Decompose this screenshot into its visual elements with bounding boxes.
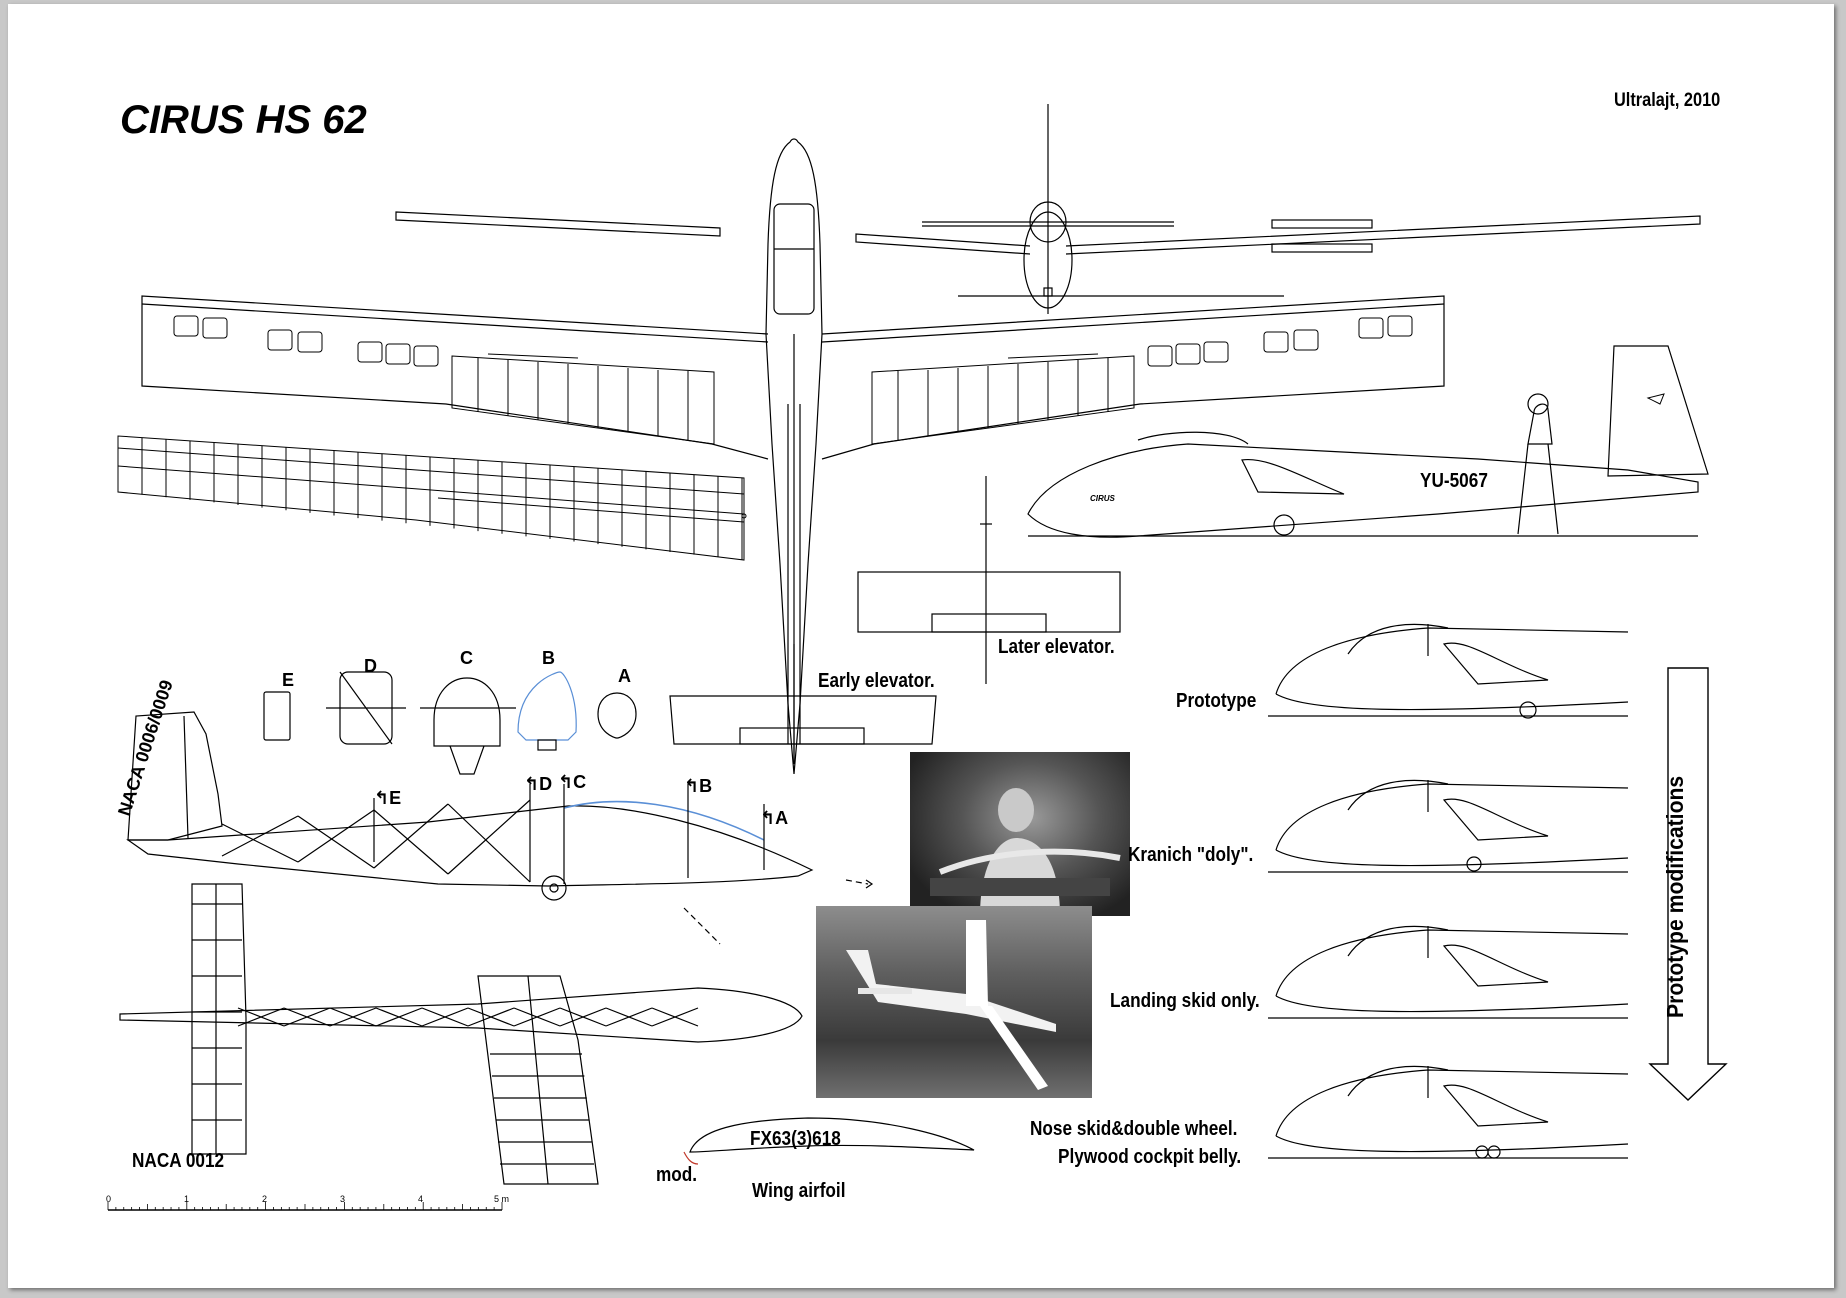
- truss-member: [221, 815, 299, 857]
- airfoil-mod-label: mod.: [656, 1164, 698, 1186]
- side-view-registration: [1027, 345, 1709, 538]
- plan-truss-member: [329, 1007, 377, 1027]
- section-letter-c: C: [460, 648, 473, 668]
- cut-arrow-icon: ↰: [524, 774, 540, 794]
- section-letter-b: B: [542, 648, 555, 668]
- builder-photo-shapes: [930, 788, 1121, 916]
- fuselage-marking-label: CIRUS: [1090, 494, 1115, 503]
- cut-arrow-icon: ↰: [374, 788, 390, 808]
- truss-member: [447, 799, 531, 875]
- section-letter-a: A: [618, 666, 631, 686]
- section-letter-e: E: [282, 670, 295, 690]
- structure-tailplane: [191, 883, 247, 1155]
- plan-truss-member: [605, 1007, 653, 1027]
- plan-truss-member: [283, 1007, 331, 1027]
- top-view-fuselage: [765, 138, 823, 775]
- wing-airfoil-label: Wing airfoil: [752, 1180, 846, 1202]
- cut-marker-a: ↰A: [760, 808, 789, 828]
- mod-caption-nose-skid: Nose skid&double wheel.: [1030, 1118, 1238, 1140]
- mod-caption-kranich: Kranich "doly".: [1128, 844, 1254, 866]
- top-view: [141, 138, 1445, 775]
- side-view-structure: [126, 711, 874, 945]
- modification-profile: [1268, 925, 1629, 1019]
- left-wing-airbrakes: [173, 315, 715, 445]
- photo-builder-with-model: [910, 752, 1130, 916]
- modification-profiles: [1268, 623, 1629, 1159]
- cut-marker-c: ↰C: [558, 772, 587, 792]
- top-view-left-wing: [141, 295, 769, 460]
- side-view-fuselage: [126, 805, 814, 887]
- airfoil-name-label: FX63(3)618: [750, 1128, 841, 1150]
- section-c: [433, 677, 501, 747]
- cut-arrow-icon: ↰: [558, 772, 574, 792]
- front-view-left-wingtip-panel: [395, 211, 721, 237]
- plan-truss-member: [421, 1007, 469, 1027]
- side-view-tail-fin: [1607, 345, 1709, 477]
- photo-glider-in-flight: [816, 906, 1092, 1098]
- scale-label-5: 5 m: [494, 1194, 510, 1204]
- modifications-arrow: [1648, 667, 1728, 1101]
- front-view-right-wing: [1065, 215, 1701, 255]
- scale-label-1: 1: [184, 1194, 190, 1204]
- section-e: [263, 691, 291, 741]
- section-letter-d: D: [364, 656, 377, 676]
- front-view-left-wing: [855, 233, 1031, 255]
- plan-truss-member: [237, 1007, 285, 1027]
- truss-member: [221, 823, 299, 863]
- mod-caption-landing-skid: Landing skid only.: [1110, 990, 1260, 1012]
- top-view-right-wing: [821, 295, 1445, 460]
- right-wing-airbrakes: [871, 315, 1413, 445]
- glider-photo-shapes: [846, 920, 1056, 1090]
- drawing-sheet: CIRUS HS 62 Ultralajt, 2010 Early elevat…: [8, 4, 1834, 1288]
- cut-arrow-icon: ↰: [760, 808, 776, 828]
- truss-member: [373, 803, 449, 869]
- structure-fuselage: [119, 987, 803, 1043]
- airfoil-profile: [689, 1117, 975, 1153]
- page-title: CIRUS HS 62: [120, 98, 367, 142]
- scale-bar: [107, 1202, 503, 1211]
- later-elevator: [857, 476, 1121, 684]
- scale-label-3: 3: [340, 1194, 346, 1204]
- scale-label-2: 2: [262, 1194, 268, 1204]
- plan-truss-member: [467, 1007, 515, 1027]
- modification-profile: [1268, 623, 1629, 719]
- cut-marker-b: ↰B: [684, 776, 713, 796]
- plan-truss-member: [651, 1007, 699, 1027]
- early-elevator-label: Early elevator.: [818, 670, 935, 692]
- cut-arrow-icon: ↰: [684, 776, 700, 796]
- author-credit: Ultralajt, 2010: [1614, 90, 1721, 111]
- cut-marker-d: ↰D: [524, 774, 553, 794]
- cut-marker-e: ↰E: [374, 788, 402, 808]
- truss-member: [297, 815, 375, 869]
- mod-caption-prototype: Prototype: [1176, 690, 1257, 712]
- naca-tailplane-label: NACA 0012: [132, 1150, 225, 1172]
- later-elevator-label: Later elevator.: [998, 636, 1115, 658]
- scale-label-0: 0: [106, 1194, 112, 1204]
- modifications-heading: Prototype modifications: [1662, 775, 1688, 1018]
- top-view-structure: [119, 883, 803, 1185]
- truss-member: [297, 809, 375, 863]
- side-view-fin: [127, 711, 223, 841]
- section-b: [517, 671, 577, 741]
- plan-truss-member: [559, 1007, 607, 1027]
- front-view: [395, 104, 1701, 314]
- three-view-drawing: [107, 104, 1728, 1211]
- modification-profile: [1268, 779, 1629, 873]
- registration-label: YU-5067: [1420, 470, 1488, 492]
- structure-wing-root: [477, 975, 599, 1185]
- mod-caption-plywood: Plywood cockpit belly.: [1058, 1146, 1242, 1168]
- wing-structure-view: [117, 435, 747, 561]
- scale-label-4: 4: [418, 1194, 424, 1204]
- early-elevator: [669, 695, 937, 745]
- plan-truss-member: [513, 1007, 561, 1027]
- cross-sections: [263, 671, 637, 775]
- wing-airfoil: [683, 1117, 975, 1165]
- truss-member: [447, 803, 531, 883]
- truss-member: [373, 809, 449, 875]
- top-view-canopy: [773, 203, 815, 315]
- plan-truss-member: [375, 1007, 423, 1027]
- section-a: [597, 692, 637, 739]
- modification-profile: [1268, 1065, 1629, 1159]
